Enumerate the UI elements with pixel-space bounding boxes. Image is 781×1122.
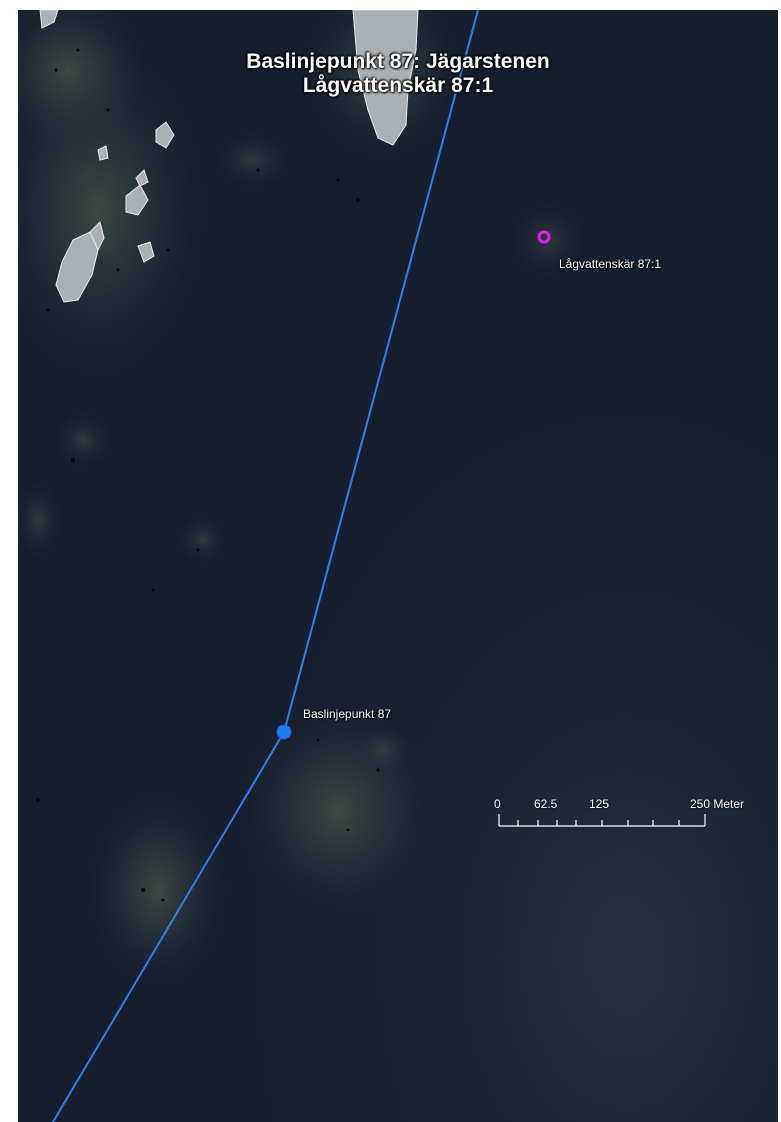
rock-markers bbox=[36, 48, 380, 902]
scale-tick-125: 125 bbox=[589, 797, 610, 811]
low-water-rock-label: Lågvattenskär 87:1 bbox=[559, 257, 662, 271]
low-water-rock-87-1 bbox=[537, 230, 551, 244]
shoal-areas bbox=[18, 10, 588, 990]
baseline-point-label: Baslinjepunkt 87 bbox=[303, 707, 392, 721]
scale-tick-250-meter: 250 Meter bbox=[690, 797, 745, 811]
map-title-line1: Baslinjepunkt 87: Jägarstenen bbox=[246, 50, 550, 73]
scale-bar bbox=[498, 814, 706, 827]
map-view[interactable]: Baslinjepunkt 87: Jägarstenen Lågvattens… bbox=[18, 10, 778, 1122]
map-canvas bbox=[18, 10, 778, 1122]
scale-tick-62-5: 62.5 bbox=[534, 797, 558, 811]
map-title-line2: Lågvattenskär 87:1 bbox=[302, 74, 494, 97]
scale-tick-0: 0 bbox=[494, 797, 501, 811]
baseline-point-87 bbox=[276, 724, 292, 740]
land-areas bbox=[39, 10, 419, 303]
